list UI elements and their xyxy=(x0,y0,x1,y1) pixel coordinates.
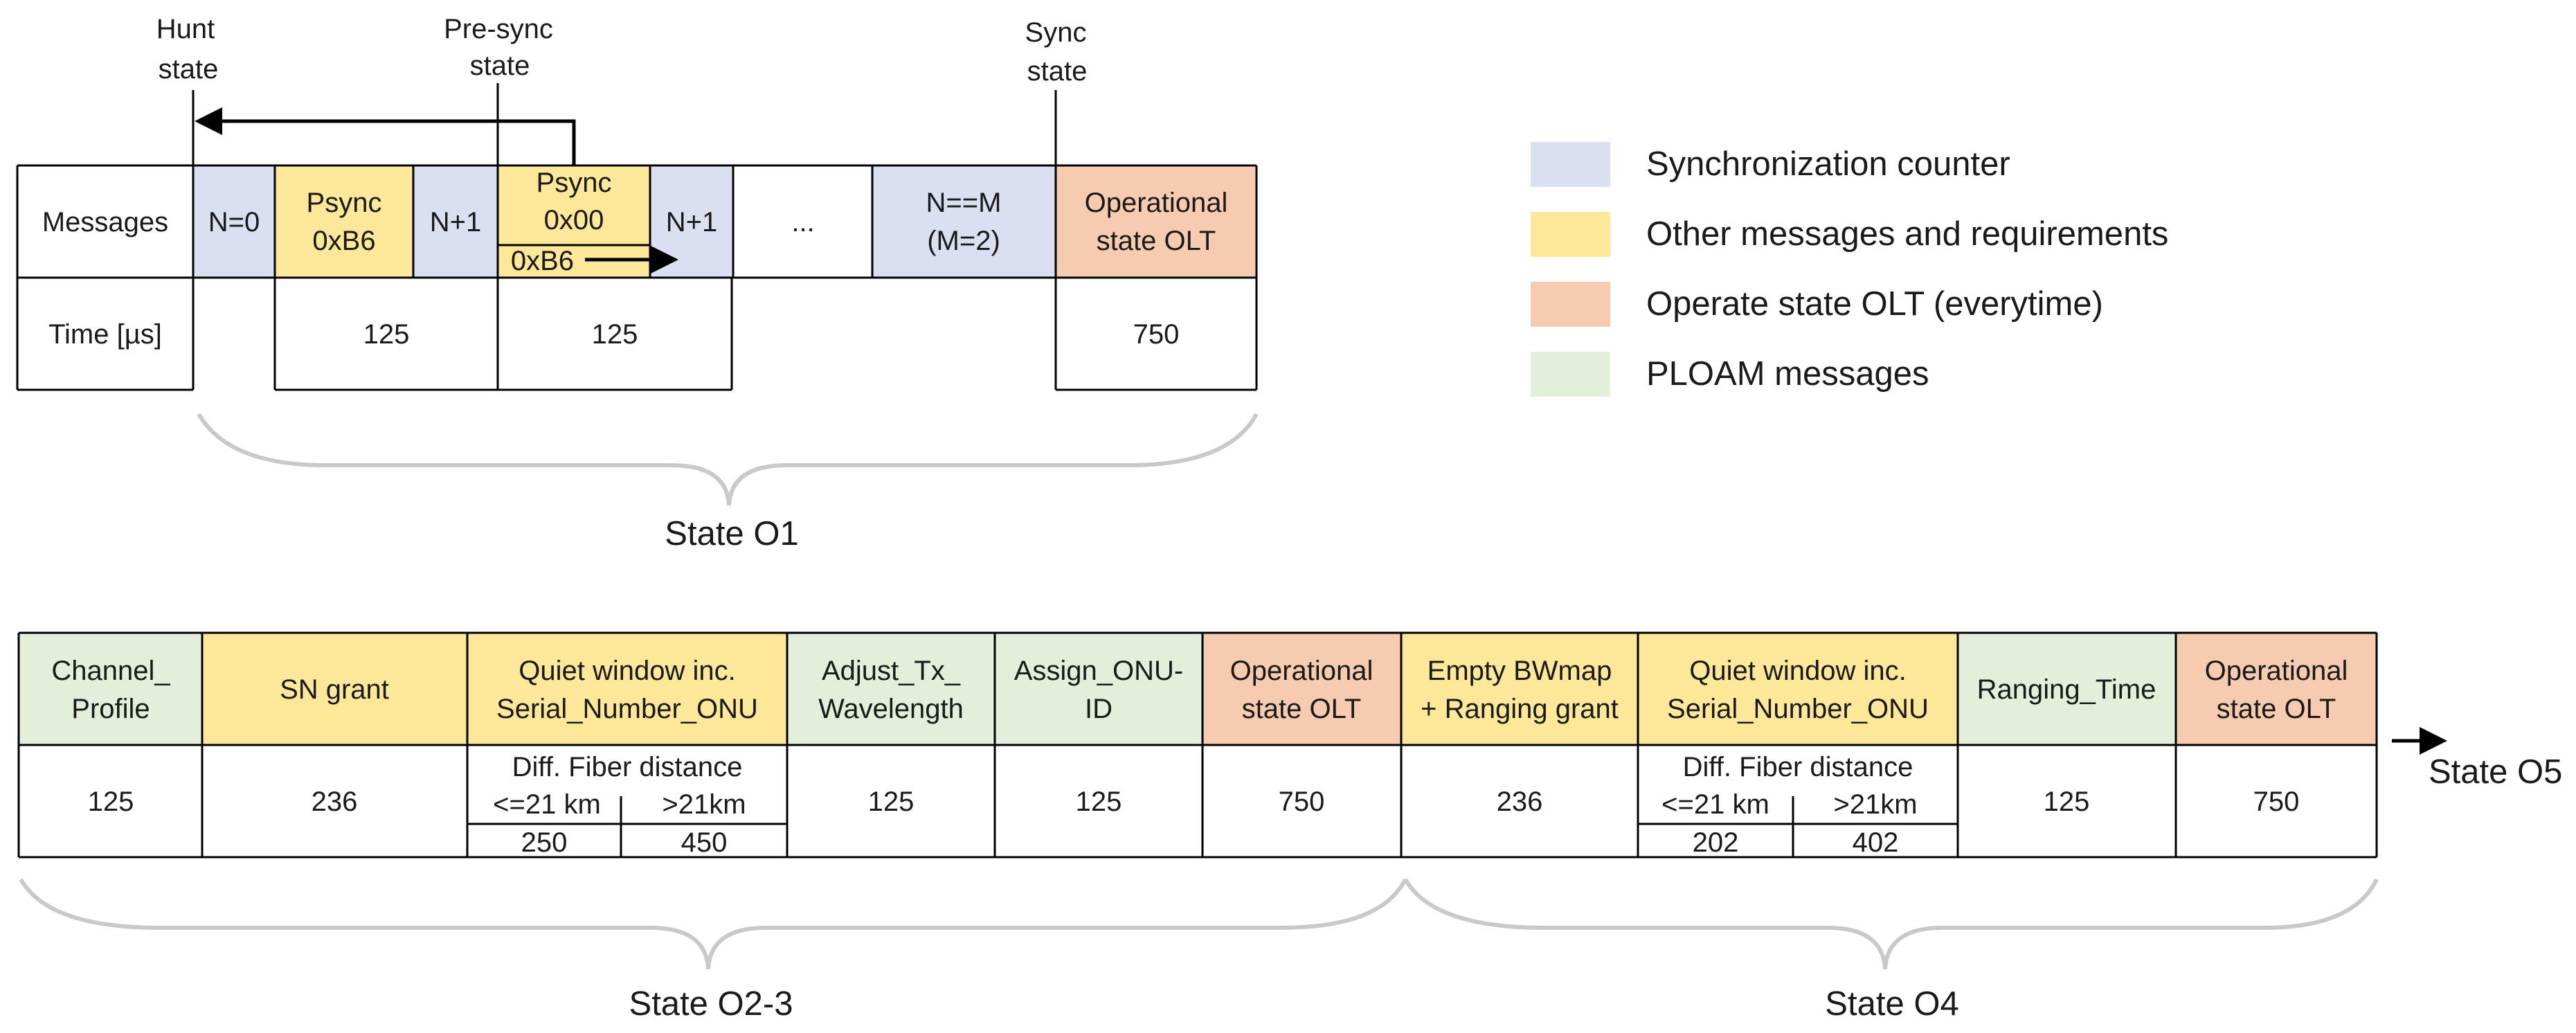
n1a-cell xyxy=(413,165,498,278)
n0-cell xyxy=(193,165,275,278)
channel-profile-line2: Profile xyxy=(71,694,150,724)
empty-bwmap-line1: Empty BWmap xyxy=(1427,656,1612,686)
sync-label-line2: state xyxy=(1027,56,1088,87)
legend: Synchronization counter Other messages a… xyxy=(1531,142,2168,397)
op-o4-line2: state OLT xyxy=(2217,694,2336,724)
time-channel-profile: 125 xyxy=(88,787,134,817)
assign-onu-line2: ID xyxy=(1085,694,1113,724)
op-o23-cell xyxy=(1203,633,1401,745)
adjust-tx-line2: Wavelength xyxy=(818,694,964,724)
quiet-o23-line2: Serial_Number_ONU xyxy=(496,694,758,724)
fiber-o4-title: Diff. Fiber distance xyxy=(1683,752,1913,782)
fiber-o4-short: <=21 km xyxy=(1661,789,1769,820)
op-o4-cell xyxy=(2176,633,2377,745)
empty-bwmap-line2: + Ranging grant xyxy=(1421,694,1619,724)
quiet-o4-line1: Quiet window inc. xyxy=(1689,656,1906,686)
presync-label-line1: Pre-sync xyxy=(444,14,553,44)
legend-swatch-other xyxy=(1531,212,1610,257)
o4-brace xyxy=(1403,878,2379,970)
row-messages-label: Messages xyxy=(42,207,168,237)
op-o1-line1: Operational xyxy=(1085,188,1228,218)
ranging-time-cell xyxy=(1958,633,2176,745)
legend-label-sync: Synchronization counter xyxy=(1646,145,2010,183)
quiet-o4-line2: Serial_Number_ONU xyxy=(1667,694,1929,724)
o1-state-markers: Hunt state Pre-sync state Sync state xyxy=(156,14,1088,165)
state-o1-table: Messages Time [µs] N=0 Psync 0xB6 N+1 Ps… xyxy=(16,164,1258,391)
time-adjust-tx: 125 xyxy=(868,787,915,817)
o1-state-label: State O1 xyxy=(665,515,798,553)
empty-bwmap-cell xyxy=(1401,633,1638,745)
psync2-line1: Psync xyxy=(537,168,612,198)
legend-swatch-operate xyxy=(1531,282,1610,327)
fiber-o23-short-val: 250 xyxy=(521,827,568,858)
fiber-o23-short: <=21 km xyxy=(493,789,601,820)
row-time-label: Time [µs] xyxy=(48,319,162,350)
channel-profile-line1: Channel_ xyxy=(51,656,170,686)
time-ranging-time: 125 xyxy=(2044,787,2090,817)
hunt-label-line1: Hunt xyxy=(156,14,215,44)
psync1-line1: Psync xyxy=(307,188,382,218)
time-op-o1: 750 xyxy=(1133,319,1180,350)
psync1-cell xyxy=(275,165,413,278)
quiet-window-o4-cell xyxy=(1638,633,1958,745)
legend-label-ploam: PLOAM messages xyxy=(1646,355,1929,393)
n1b-label: N+1 xyxy=(666,207,718,237)
fiber-o23-long-val: 450 xyxy=(681,827,728,858)
hunt-label-line2: state xyxy=(159,54,219,84)
time-op-o4: 750 xyxy=(2253,787,2300,817)
n0-label: N=0 xyxy=(208,207,260,237)
n1a-label: N+1 xyxy=(430,207,482,237)
fiber-o23-title: Diff. Fiber distance xyxy=(512,752,743,782)
states-o2-o4-table: Channel_ Profile SN grant Quiet window i… xyxy=(17,631,2378,859)
presync-label-line2: state xyxy=(470,51,530,81)
o1-grid xyxy=(16,164,1258,391)
ranging-time-label: Ranging_Time xyxy=(1977,674,2156,705)
o23-brace xyxy=(19,878,1407,970)
next-state-label: State O5 xyxy=(2429,753,2562,791)
psync2-line2: 0x00 xyxy=(544,205,604,235)
adjust-tx-cell xyxy=(787,633,995,745)
time-op-o23: 750 xyxy=(1279,787,1325,817)
time-empty-bwmap: 236 xyxy=(1497,787,1543,817)
time-sn-grant: 236 xyxy=(312,787,358,817)
legend-swatch-sync xyxy=(1531,142,1610,187)
op-o4-line1: Operational xyxy=(2205,656,2348,686)
legend-label-other: Other messages and requirements xyxy=(1646,215,2168,253)
sn-grant-cell xyxy=(202,633,467,745)
ellipsis-label: ... xyxy=(791,207,814,237)
legend-label-operate: Operate state OLT (everytime) xyxy=(1646,285,2103,323)
nm-line1: N==M xyxy=(926,188,1002,218)
o4-state-label: State O4 xyxy=(1825,985,1958,1023)
op-o1-line2: state OLT xyxy=(1097,226,1216,256)
sn-grant-label: SN grant xyxy=(280,674,389,705)
channel-profile-cell xyxy=(19,633,202,745)
time-psync2: 125 xyxy=(592,319,638,350)
legend-swatch-ploam xyxy=(1531,352,1610,397)
psync1-line2: 0xB6 xyxy=(312,226,375,256)
adjust-tx-line1: Adjust_Tx_ xyxy=(822,656,961,686)
assign-onu-cell xyxy=(995,633,1203,745)
fiber-o4-long: >21km xyxy=(1833,789,1917,820)
time-psync1: 125 xyxy=(363,319,410,350)
fiber-o4-short-val: 202 xyxy=(1693,827,1739,858)
marker-lines xyxy=(192,83,1057,165)
quiet-o23-line1: Quiet window inc. xyxy=(519,656,735,686)
o2-o4-grid xyxy=(17,631,2378,859)
return-to-hunt-arrow xyxy=(195,107,576,165)
quiet-window-o23-cell xyxy=(467,633,787,745)
psync2-bottom: 0xB6 xyxy=(511,246,574,276)
sync-label-line1: Sync xyxy=(1025,17,1087,48)
op-o23-line2: state OLT xyxy=(1242,694,1362,724)
time-assign-onu: 125 xyxy=(1076,787,1122,817)
nm-cell xyxy=(872,165,1056,278)
assign-onu-line1: Assign_ONU- xyxy=(1014,656,1184,686)
fiber-o23-long: >21km xyxy=(662,789,746,820)
fiber-o4-long-val: 402 xyxy=(1853,827,1899,858)
op-o23-line1: Operational xyxy=(1230,656,1373,686)
o1-brace xyxy=(197,413,1259,506)
op-cell-o1 xyxy=(1056,165,1257,278)
o23-state-label: State O2-3 xyxy=(629,985,793,1023)
nm-line2: (M=2) xyxy=(927,226,1000,256)
